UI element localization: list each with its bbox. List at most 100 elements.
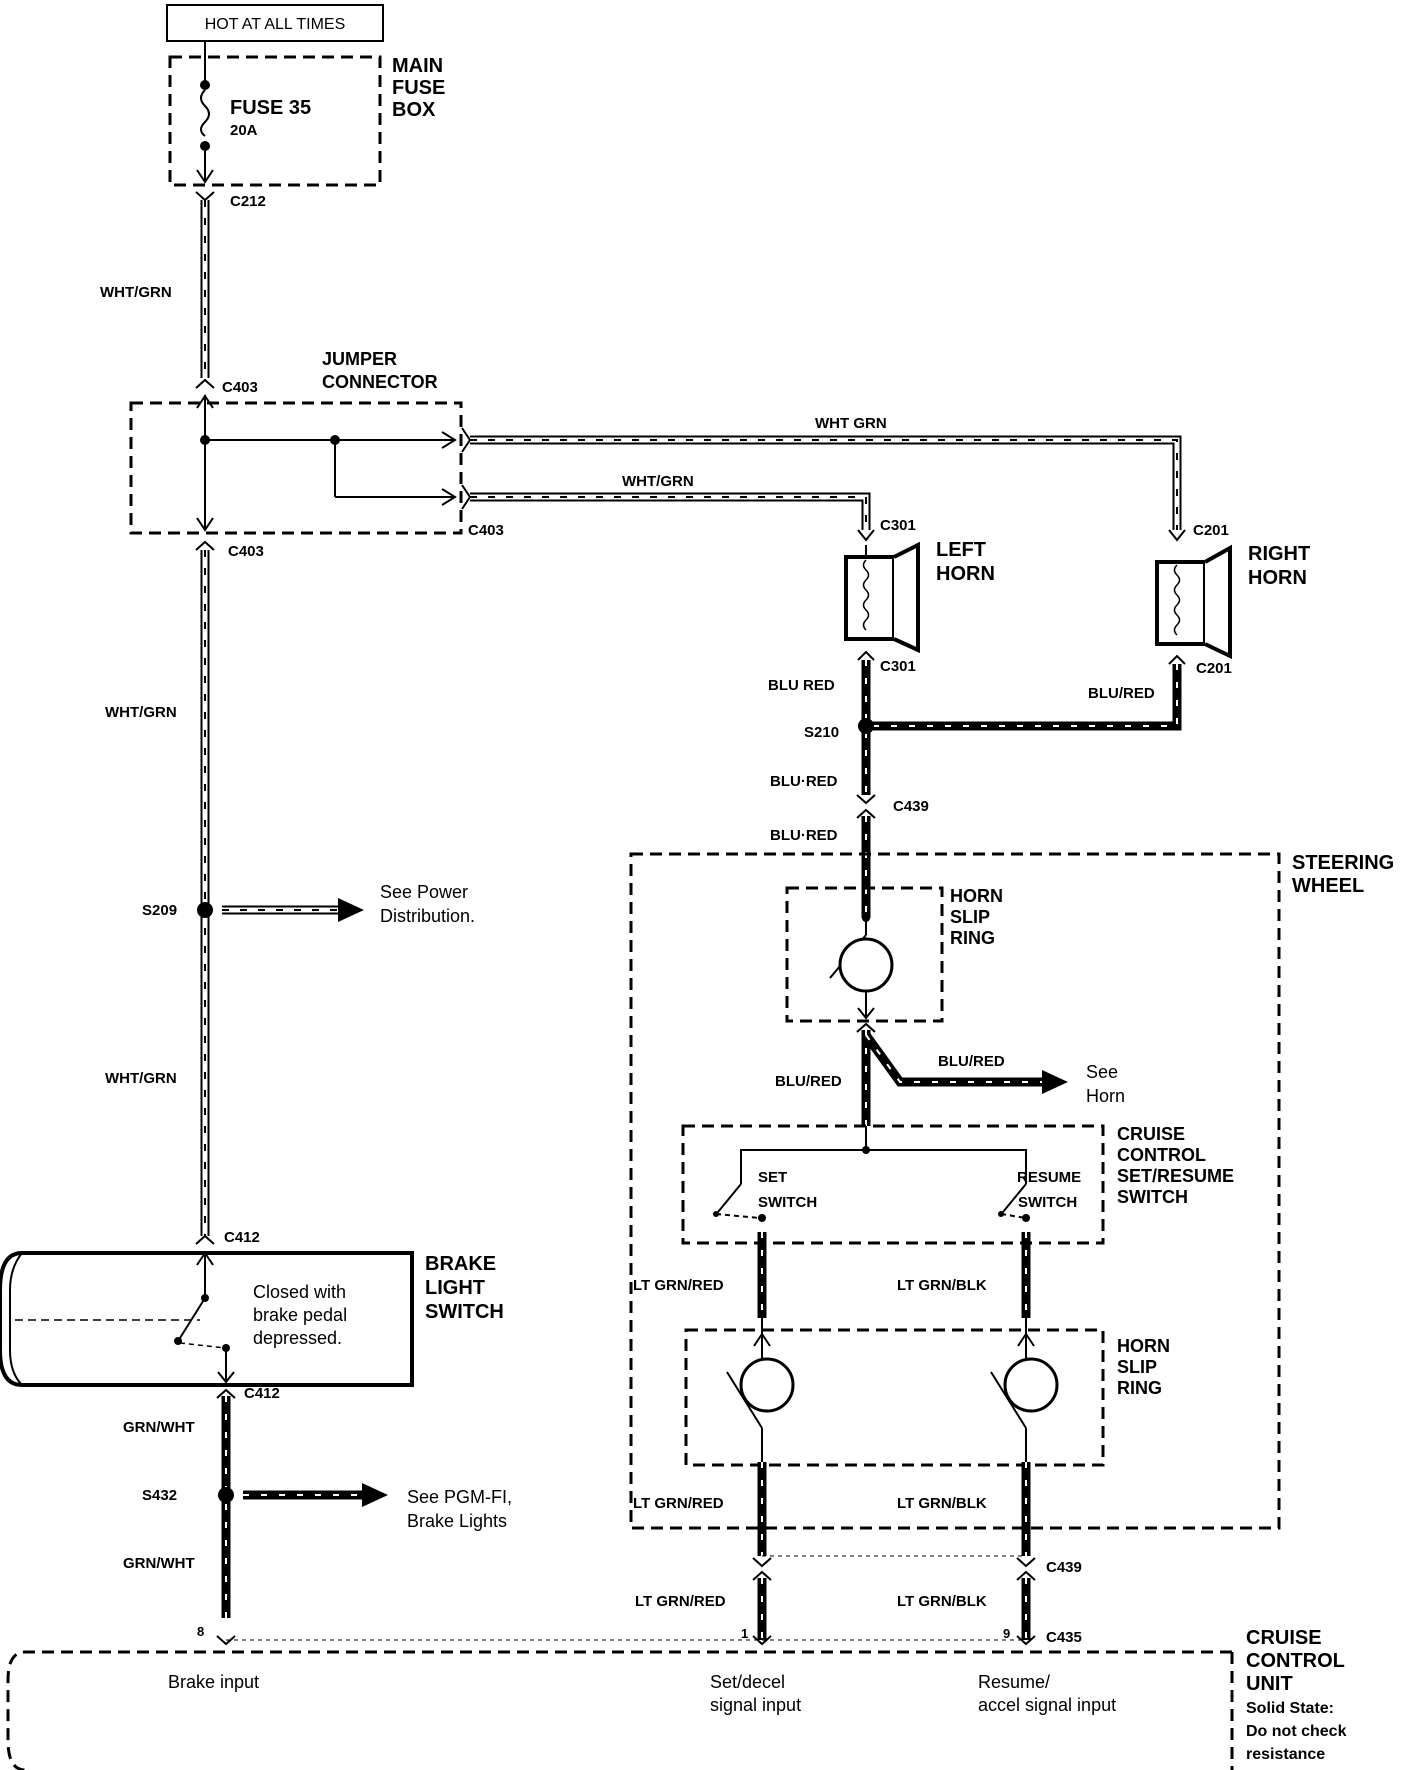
wire-label-wht-grn-top: WHT GRN: [815, 415, 887, 432]
slip-ring-lower-title-2: SLIP: [1117, 1357, 1157, 1377]
set-switch-label-1: SET: [758, 1169, 787, 1186]
connector-c301-bottom: C301: [880, 658, 916, 675]
connector-c412-top: C412: [224, 1229, 260, 1246]
slip-ring-upper-title-1: HORN: [950, 886, 1003, 906]
connector-c403-bottom: C403: [228, 543, 264, 560]
wire-label-blu-red-2: BLU·RED: [770, 773, 838, 790]
left-horn-title-1: LEFT: [936, 539, 986, 561]
fuse-name: FUSE 35: [230, 97, 311, 119]
set-input-label-2: signal input: [710, 1695, 801, 1715]
cruise-switch-title-4: SWITCH: [1117, 1187, 1188, 1207]
fuse-icon: [200, 89, 210, 137]
hot-at-all-times-label: HOT AT ALL TIMES: [205, 16, 346, 33]
wire-label-lt-grn-red-3: LT GRN/RED: [635, 1593, 726, 1610]
cruise-switch-title-3: SET/RESUME: [1117, 1166, 1234, 1186]
fuse-box-title-1: MAIN: [392, 55, 443, 77]
cruise-unit-title-2: CONTROL: [1246, 1650, 1345, 1672]
wire-wht-grn-left-horn: [470, 492, 871, 530]
cruise-switch-title-2: CONTROL: [1117, 1145, 1206, 1165]
connector-c439-top: C439: [893, 798, 929, 815]
splice-s209: [197, 902, 213, 918]
horn-slip-ring-lower: [684, 1328, 1105, 1467]
see-pgm-2: Brake Lights: [407, 1511, 507, 1531]
resume-input-label-2: accel signal input: [978, 1695, 1116, 1715]
wire-label-wht-grn-1: WHT/GRN: [100, 284, 172, 301]
wire-label-lt-grn-red-2: LT GRN/RED: [633, 1495, 724, 1512]
left-horn-title-2: HORN: [936, 563, 995, 585]
slip-ring-lower-left-icon: [739, 1357, 795, 1413]
cruise-switch-title-1: CRUISE: [1117, 1124, 1185, 1144]
slip-ring-lower-title-3: RING: [1117, 1378, 1162, 1398]
right-horn-title-2: HORN: [1248, 567, 1307, 589]
wire-label-blu-red-right: BLU/RED: [1088, 685, 1155, 702]
slip-ring-upper-title-3: RING: [950, 928, 995, 948]
wire-label-grn-wht-1: GRN/WHT: [123, 1419, 195, 1436]
steering-wheel-title-1: STEERING: [1292, 852, 1394, 874]
jumper-title-1: JUMPER: [322, 349, 397, 369]
wire-label-wht-grn-mid: WHT/GRN: [622, 473, 694, 490]
cruise-control-unit-box: [6, 1650, 1232, 1770]
connector-c403-top: C403: [222, 379, 258, 396]
right-horn-icon: [1155, 544, 1232, 660]
brake-switch-note-1: Closed with: [253, 1282, 346, 1302]
splice-s210-label: S210: [804, 724, 839, 741]
steering-wheel-title-2: WHEEL: [1292, 875, 1364, 897]
main-fuse-box: [168, 55, 382, 187]
brake-switch-title-3: SWITCH: [425, 1301, 504, 1323]
fuse-box-title-3: BOX: [392, 99, 436, 121]
brake-switch-title-2: LIGHT: [425, 1277, 485, 1299]
brake-switch-note-3: depressed.: [253, 1328, 342, 1348]
wire-label-blu-red-1: BLU RED: [768, 677, 835, 694]
wire-label-blu-red-3: BLU·RED: [770, 827, 838, 844]
wire-label-lt-grn-red-1: LT GRN/RED: [633, 1277, 724, 1294]
wire-blu-red-below-slip: [861, 1030, 1045, 1126]
connector-c212: C212: [230, 193, 266, 210]
slip-ring-lower-right-icon: [1003, 1357, 1059, 1413]
wire-label-lt-grn-blk-3: LT GRN/BLK: [897, 1593, 987, 1610]
splice-s209-label: S209: [142, 902, 177, 919]
resume-input-label-1: Resume/: [978, 1672, 1050, 1692]
connector-c412-bottom: C412: [244, 1385, 280, 1402]
cruise-unit-title-3: UNIT: [1246, 1673, 1293, 1695]
brake-light-switch-box: [0, 1251, 414, 1387]
pin-brake: 8: [197, 1624, 204, 1639]
connector-c403-right: C403: [468, 522, 504, 539]
slip-ring-lower-title-1: HORN: [1117, 1336, 1170, 1356]
pin-resume: 9: [1003, 1626, 1010, 1641]
steering-wheel-box: [629, 852, 1281, 1530]
splice-s432-label: S432: [142, 1487, 177, 1504]
see-horn-2: Horn: [1086, 1086, 1125, 1106]
wire-label-grn-wht-2: GRN/WHT: [123, 1555, 195, 1572]
connector-c201-bottom: C201: [1196, 660, 1232, 677]
arrow-see-power: [222, 898, 364, 922]
connector-c439-bottom: C439: [1046, 1559, 1082, 1576]
wire-blu-red-right-horn: [866, 664, 1182, 731]
brake-switch-note-2: brake pedal: [253, 1305, 347, 1325]
connector-c201-top: C201: [1193, 522, 1229, 539]
jumper-connector-box: [129, 401, 463, 535]
wire-label-blu-red-horn: BLU/RED: [938, 1053, 1005, 1070]
horn-slip-ring-upper: [785, 886, 944, 1023]
see-power-1: See Power: [380, 882, 468, 902]
wire-wht-grn-right-horn: [470, 435, 1182, 530]
pin-set: 1: [741, 1626, 748, 1641]
cruise-unit-detail-1: Solid State:: [1246, 1700, 1334, 1717]
wire-label-lt-grn-blk-2: LT GRN/BLK: [897, 1495, 987, 1512]
left-horn-icon: [844, 541, 920, 654]
resume-switch-label-2: SWITCH: [1018, 1194, 1077, 1211]
set-switch-label-2: SWITCH: [758, 1194, 817, 1211]
cruise-unit-detail-3: resistance: [1246, 1746, 1325, 1763]
resume-switch-label-1: RESUME: [1017, 1169, 1081, 1186]
wire-label-wht-grn-3: WHT/GRN: [105, 1070, 177, 1087]
wire-label-lt-grn-blk-1: LT GRN/BLK: [897, 1277, 987, 1294]
cruise-unit-title-1: CRUISE: [1246, 1627, 1322, 1649]
cruise-set-resume-switch-box: [681, 1124, 1105, 1245]
right-horn-title-1: RIGHT: [1248, 543, 1310, 565]
wire-label-blu-red-4: BLU/RED: [775, 1073, 842, 1090]
slip-ring-upper-title-2: SLIP: [950, 907, 990, 927]
set-input-label-1: Set/decel: [710, 1672, 785, 1692]
cruise-unit-detail-2: Do not check: [1246, 1723, 1347, 1740]
see-pgm-1: See PGM-FI,: [407, 1487, 512, 1507]
splice-s432: [218, 1487, 234, 1503]
